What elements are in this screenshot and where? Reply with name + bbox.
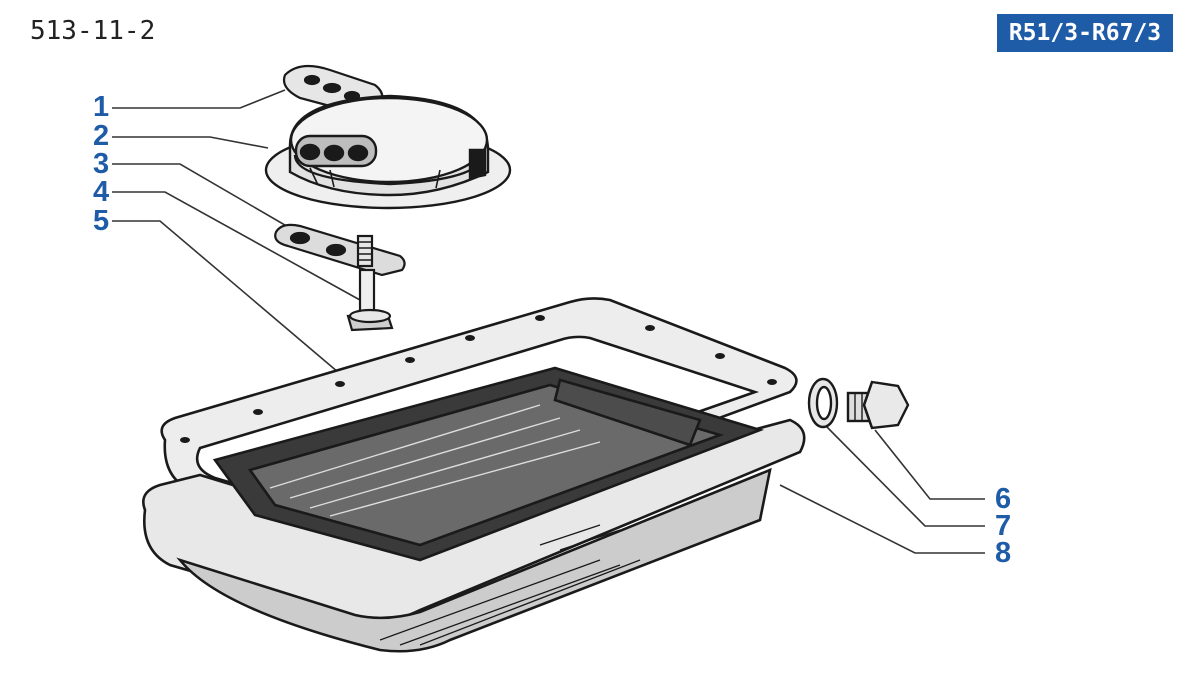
leader-lines [112, 89, 985, 554]
part-7-washer [807, 377, 839, 429]
page-code: 513-11-2 [30, 16, 156, 46]
callout-6: 6 [995, 483, 1012, 515]
leader-line-8 [779, 484, 985, 554]
leader-line-4 [112, 191, 361, 301]
callout-2: 2 [93, 120, 110, 152]
leader-line-6 [874, 429, 985, 500]
callout-3: 3 [93, 148, 110, 180]
model-badge: R51/3-R67/3 [997, 14, 1173, 52]
callout-1: 1 [93, 91, 110, 123]
leader-line-3 [112, 163, 291, 229]
part-4-bolt [346, 234, 394, 332]
callout-8: 8 [995, 537, 1012, 569]
callout-7: 7 [995, 510, 1012, 542]
part-8-oil-pan [142, 366, 806, 653]
callout-4: 4 [93, 176, 110, 208]
leader-line-5 [112, 220, 346, 379]
leader-line-1 [112, 89, 286, 109]
part-2-cover [264, 94, 512, 210]
leader-line-2 [112, 136, 269, 149]
callout-5: 5 [93, 205, 110, 237]
part-3-strap [274, 223, 406, 277]
part-6-drain-plug [846, 380, 910, 430]
leader-line-7 [819, 419, 985, 527]
